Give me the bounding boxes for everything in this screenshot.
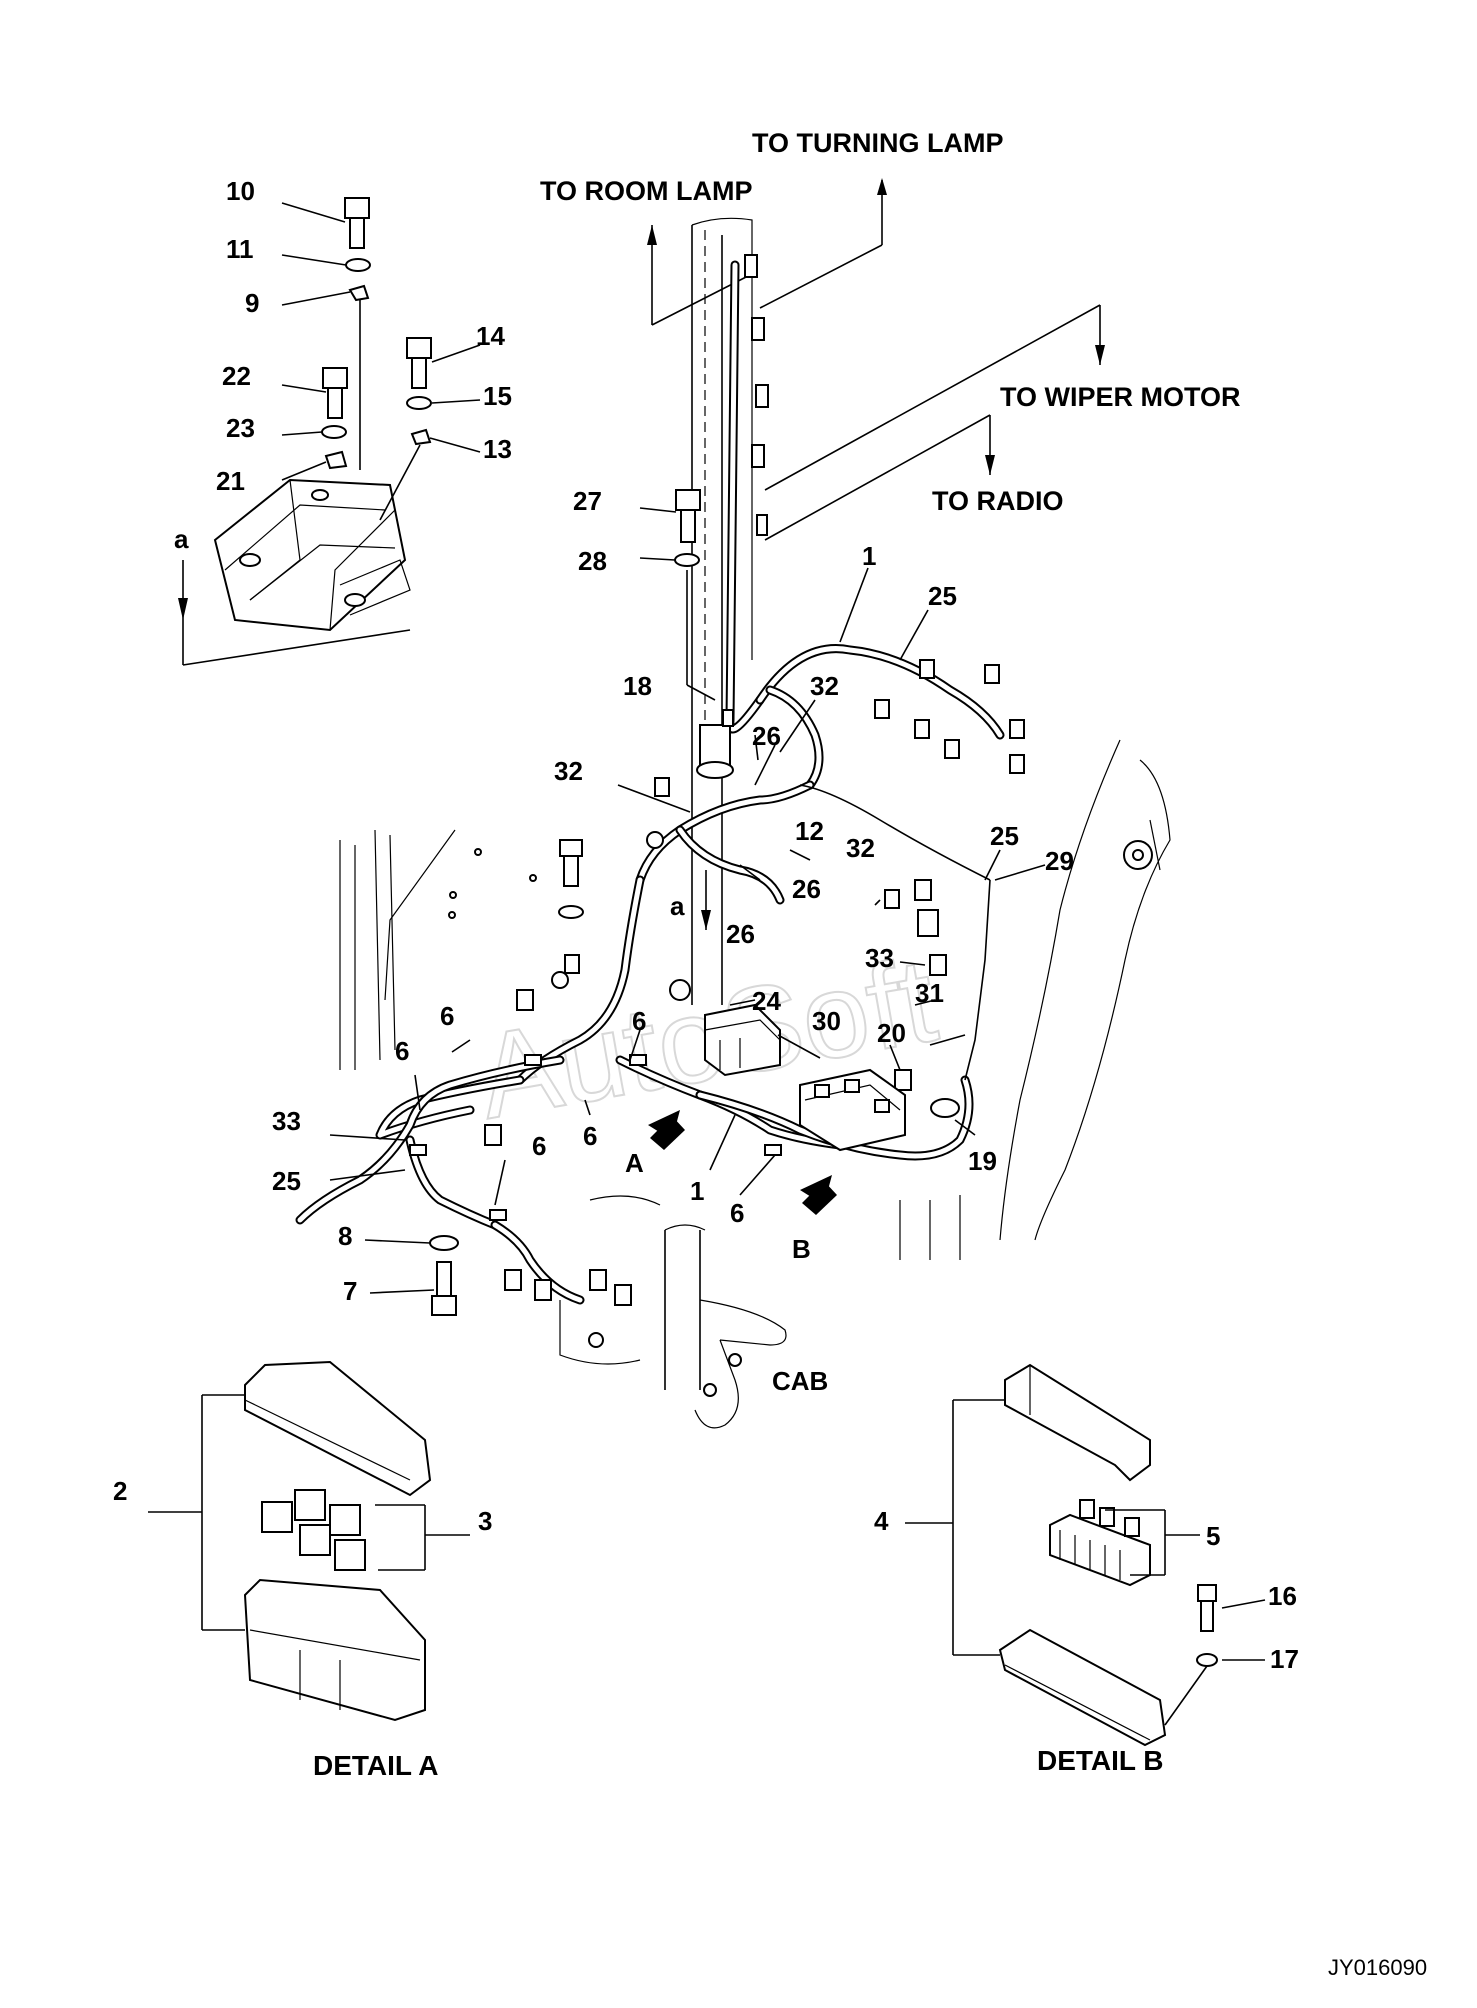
fuse-box-location-b — [799, 1068, 906, 1152]
part-6-label-a: 6 — [440, 1001, 454, 1031]
to-radio-label: TO RADIO — [932, 486, 1064, 516]
bolt-10 — [344, 197, 370, 249]
part-21-label: 21 — [216, 466, 245, 496]
part-18-label: 18 — [623, 671, 652, 701]
part-17-label: 17 — [1270, 1644, 1299, 1674]
part-23-label: 23 — [226, 413, 255, 443]
part-4-label: 4 — [874, 1506, 889, 1536]
part-32-label-mid: 32 — [846, 833, 875, 863]
part-25-label-left: 25 — [272, 1166, 301, 1196]
part-9-label: 9 — [245, 288, 259, 318]
part-8-label: 8 — [338, 1221, 352, 1251]
part-3-label: 3 — [478, 1506, 492, 1536]
connectors — [484, 659, 1025, 1306]
detail-b-fuse-box — [998, 1363, 1218, 1747]
washer-8 — [429, 1235, 459, 1251]
cab-right-panel — [899, 739, 1171, 1260]
bolt-7 — [431, 1261, 457, 1316]
part-6-label-d: 6 — [583, 1121, 597, 1151]
view-B-label: B — [792, 1234, 811, 1264]
relay-box-location-a — [704, 1003, 781, 1077]
to-wiper-motor-label: TO WIPER MOTOR — [1000, 382, 1241, 412]
key-switch-18 — [696, 709, 734, 779]
part-32-label-left: 32 — [554, 756, 583, 786]
to-room-lamp-label: TO ROOM LAMP — [540, 176, 753, 206]
view-a-label-top: a — [174, 524, 189, 554]
washer-15 — [406, 396, 432, 410]
part-33-label-right: 33 — [865, 943, 894, 973]
cab-label: CAB — [772, 1366, 828, 1396]
part-7-label: 7 — [343, 1276, 357, 1306]
loose-bolt — [558, 839, 584, 919]
part-6-label-e: 6 — [532, 1131, 546, 1161]
part-30-label: 30 — [812, 1006, 841, 1036]
part-14-label: 14 — [476, 321, 505, 351]
part-16-label: 16 — [1268, 1581, 1297, 1611]
detail-b-title: DETAIL B — [1037, 1745, 1164, 1776]
part-22-label: 22 — [222, 361, 251, 391]
washer-11 — [345, 258, 371, 272]
clip-9 — [348, 284, 370, 302]
part-33-label-left: 33 — [272, 1106, 301, 1136]
part-25-label-right: 25 — [990, 821, 1019, 851]
vertical-harness — [725, 254, 769, 734]
part-26-label-top: 26 — [752, 721, 781, 751]
part-29-label: 29 — [1045, 846, 1074, 876]
cab-post-lower — [559, 1195, 787, 1429]
part-19-label: 19 — [968, 1146, 997, 1176]
washer-28 — [674, 553, 700, 567]
view-A-label: A — [625, 1148, 644, 1178]
to-turning-lamp-label: TO TURNING LAMP — [752, 128, 1004, 158]
part-10-label: 10 — [226, 176, 255, 206]
part-1-label-top: 1 — [862, 541, 876, 571]
part-25-label-top: 25 — [928, 581, 957, 611]
cab-left-panel — [339, 829, 537, 1070]
detail-a-relay-box — [243, 1360, 432, 1722]
cab-pillar — [691, 217, 753, 1005]
part-11-label: 11 — [226, 234, 254, 264]
drawing-code: JY016090 — [1328, 1955, 1427, 1980]
part-32-label-right: 32 — [810, 671, 839, 701]
clip-21 — [324, 450, 348, 470]
bolt-22 — [322, 367, 348, 419]
part-15-label: 15 — [483, 381, 512, 411]
part-2-label: 2 — [113, 1476, 127, 1506]
part-24-label: 24 — [752, 986, 781, 1016]
main-wiring-harness — [295, 644, 1005, 1305]
floor-bracket-assembly — [213, 478, 411, 632]
part-6-label-c: 6 — [395, 1036, 409, 1066]
part-26-label-mid: 26 — [792, 874, 821, 904]
bolt-14 — [406, 337, 432, 389]
part-1-label-low: 1 — [690, 1176, 704, 1206]
part-31-label: 31 — [915, 978, 944, 1008]
part-20-label: 20 — [877, 1018, 906, 1048]
view-a-label-center: a — [670, 891, 685, 921]
part-12-label: 12 — [795, 816, 824, 846]
part-28-label: 28 — [578, 546, 607, 576]
part-13-label: 13 — [483, 434, 512, 464]
part-6-label-f: 6 — [730, 1198, 744, 1228]
part-5-label: 5 — [1206, 1521, 1220, 1551]
part-26-label-low: 26 — [726, 919, 755, 949]
bolt-27 — [675, 489, 701, 543]
part-6-label-b: 6 — [632, 1006, 646, 1036]
part-27-label: 27 — [573, 486, 602, 516]
washer-23 — [321, 425, 347, 439]
detail-a-title: DETAIL A — [313, 1750, 438, 1781]
clip-13 — [410, 428, 432, 446]
